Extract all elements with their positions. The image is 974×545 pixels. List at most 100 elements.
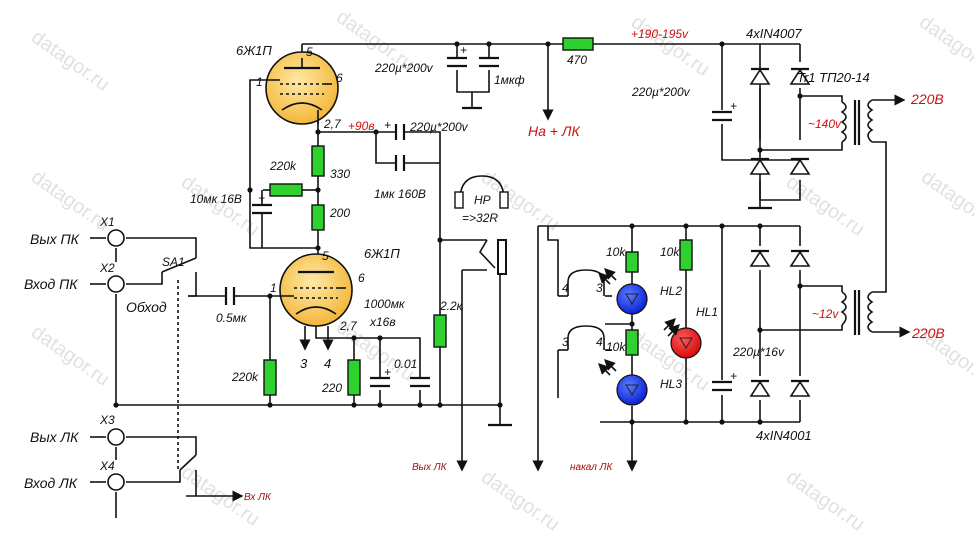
v2-type: 6Ж1П	[364, 246, 400, 261]
v1-pin5: 5	[306, 45, 313, 59]
plus-sign: +	[384, 118, 391, 132]
plus-sign: +	[730, 369, 737, 383]
leds	[598, 268, 702, 406]
label-x3: X3	[99, 413, 115, 427]
led-hl3	[616, 374, 648, 406]
v2-pin6: 6	[358, 271, 365, 285]
resistor-220	[347, 359, 361, 396]
label-pin-27-bot: 2,7	[339, 319, 358, 333]
label-res-2-2k: 2.2к	[439, 299, 464, 313]
label-na-lk: На + ЛК	[528, 123, 580, 139]
label-vhod-pk: Вход ПК	[24, 276, 78, 292]
connectors	[107, 229, 125, 491]
v1-pin6: 6	[336, 71, 343, 85]
label-res-470: 470	[567, 53, 587, 67]
diodes	[749, 67, 811, 397]
resistor-2-2k	[433, 314, 447, 348]
watermark: datagor.ru	[915, 11, 974, 81]
resistor-220k-top	[269, 183, 303, 197]
label-diodes-bot: 4xIN4001	[756, 428, 812, 443]
label-socket-3a: 3	[596, 281, 603, 295]
label-cap-1mkf: 1мкф	[494, 73, 525, 87]
headphones	[454, 175, 509, 275]
resistor-10k-b	[679, 239, 693, 271]
label-hl2: HL2	[660, 284, 682, 298]
label-cap-220u-16v: 220µ*16v	[732, 345, 785, 359]
label-cap-220u-right: 220µ*200v	[631, 85, 691, 99]
label-res-220k-bot: 220k	[231, 370, 259, 384]
label-vyh-lk: Вых ЛК	[30, 429, 79, 445]
label-cap-1000mk: 1000мк	[364, 297, 406, 311]
label-hl1: HL1	[696, 305, 718, 319]
label-nakal-lk: накал ЛК	[570, 462, 614, 473]
labels: 220µ*200v 1мкф 470 +190-195v На + ЛК 4xI…	[24, 26, 945, 503]
label-res-10k-b: 10k	[660, 245, 680, 259]
label-vhod-lk: Вход ЛК	[24, 475, 78, 491]
watermark: datagor.ru	[27, 321, 113, 391]
led-hl1	[670, 327, 702, 359]
watermark: datagor.ru	[27, 26, 113, 96]
label-hl3: HL3	[660, 377, 682, 391]
label-220v-top: 220В	[910, 91, 944, 107]
label-cap-05mk: 0.5мк	[216, 311, 248, 325]
label-obhod: Обход	[126, 299, 167, 315]
resistor-220k-bot	[263, 359, 277, 396]
label-220v-bot: 220В	[911, 325, 945, 341]
label-x4: X4	[99, 459, 115, 473]
label-12v: ~12v	[812, 307, 839, 321]
label-res-220: 220	[321, 381, 342, 395]
label-cap-220u-mid: 220µ*200v	[409, 120, 469, 134]
label-vyh-pk: Вых ПК	[30, 231, 80, 247]
label-voltage-90: +90в	[348, 119, 375, 133]
tube-v1: 5 6 1 6Ж1П	[236, 43, 343, 125]
label-res-10k-c: 10k	[606, 340, 626, 354]
label-vyh-lk-bottom: Вых ЛК	[412, 462, 448, 473]
capacitors: + + + + + +	[224, 43, 737, 392]
label-vx-lk: Вх ЛК	[244, 492, 272, 503]
label-hp: HP	[474, 193, 491, 207]
tube-v2: 5 6 1 6Ж1П 3 4	[270, 246, 400, 371]
label-res-200: 200	[329, 206, 350, 220]
label-pin-27-top: 2,7	[323, 117, 342, 131]
label-cap-x16v: x16в	[369, 315, 396, 329]
watermark: datagor.ru	[782, 171, 868, 241]
v2-pin1: 1	[270, 281, 277, 295]
label-hp-impedance: =>32R	[462, 211, 498, 225]
resistor-10k-c	[625, 329, 639, 356]
watermark: datagor.ru	[782, 466, 868, 536]
label-res-330: 330	[330, 167, 350, 181]
v2-pin5: 5	[322, 249, 329, 263]
label-socket-4a: 4	[562, 281, 569, 295]
watermark: datagor.ru	[477, 466, 563, 536]
resistor-470	[562, 37, 594, 51]
label-cap-220u-top: 220µ*200v	[374, 61, 434, 75]
plus-sign: +	[460, 43, 467, 57]
label-x1: X1	[99, 215, 115, 229]
transformer-tr1	[840, 99, 874, 335]
label-sa1: SA1	[162, 255, 185, 269]
resistor-10k-a	[625, 251, 639, 273]
plus-sign: +	[384, 365, 391, 379]
resistors	[263, 37, 693, 396]
label-cap-001: 0.01	[394, 357, 417, 371]
watermark: datagor.ru	[917, 166, 974, 236]
v2-pin3: 3	[300, 356, 308, 371]
label-voltage-190: +190-195v	[631, 27, 689, 41]
v1-type: 6Ж1П	[236, 43, 272, 58]
label-cap-1mk-160v: 1мк 160В	[374, 187, 426, 201]
label-transformer: Tr1 ТП20-14	[797, 70, 870, 85]
v1-pin1: 1	[256, 75, 263, 89]
resistor-200	[311, 204, 325, 231]
plus-sign: +	[258, 191, 265, 205]
label-socket-4b: 4	[596, 335, 603, 349]
label-140v: ~140v	[808, 117, 842, 131]
resistor-330	[311, 145, 325, 177]
plus-sign: +	[730, 99, 737, 113]
heater-sockets	[567, 269, 605, 350]
junction-dots	[113, 41, 803, 425]
label-socket-3b: 3	[562, 335, 569, 349]
label-x2: X2	[99, 261, 115, 275]
led-hl2	[616, 283, 648, 315]
label-diodes-top: 4xIN4007	[746, 26, 802, 41]
